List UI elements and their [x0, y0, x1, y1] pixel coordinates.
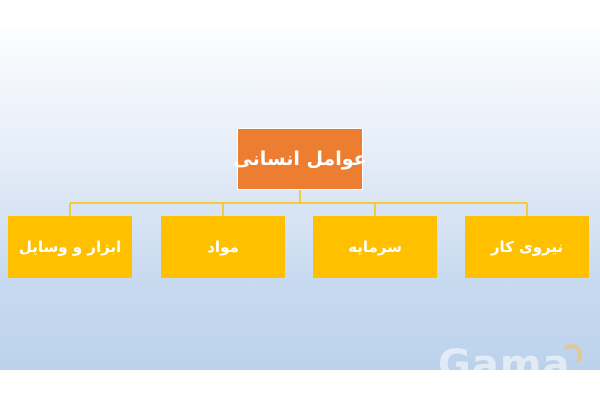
- child-node-labor: نیروی کار: [465, 216, 589, 278]
- child-node-label: نیروی کار: [490, 238, 564, 256]
- root-node-label: عوامل انسانی: [233, 148, 367, 170]
- child-node-tools: ابزار و وسایل: [8, 216, 132, 278]
- child-node-label: سرمایه: [348, 238, 402, 256]
- root-node: عوامل انسانی: [233, 128, 367, 190]
- watermark-logo: Gama: [438, 342, 571, 388]
- child-node-materials: مواد: [161, 216, 285, 278]
- watermark-text: Gama: [438, 342, 571, 388]
- watermark-arc-icon: [560, 344, 582, 366]
- child-node-capital: سرمایه: [313, 216, 437, 278]
- child-node-label: مواد: [207, 238, 239, 256]
- child-node-label: ابزار و وسایل: [18, 238, 122, 256]
